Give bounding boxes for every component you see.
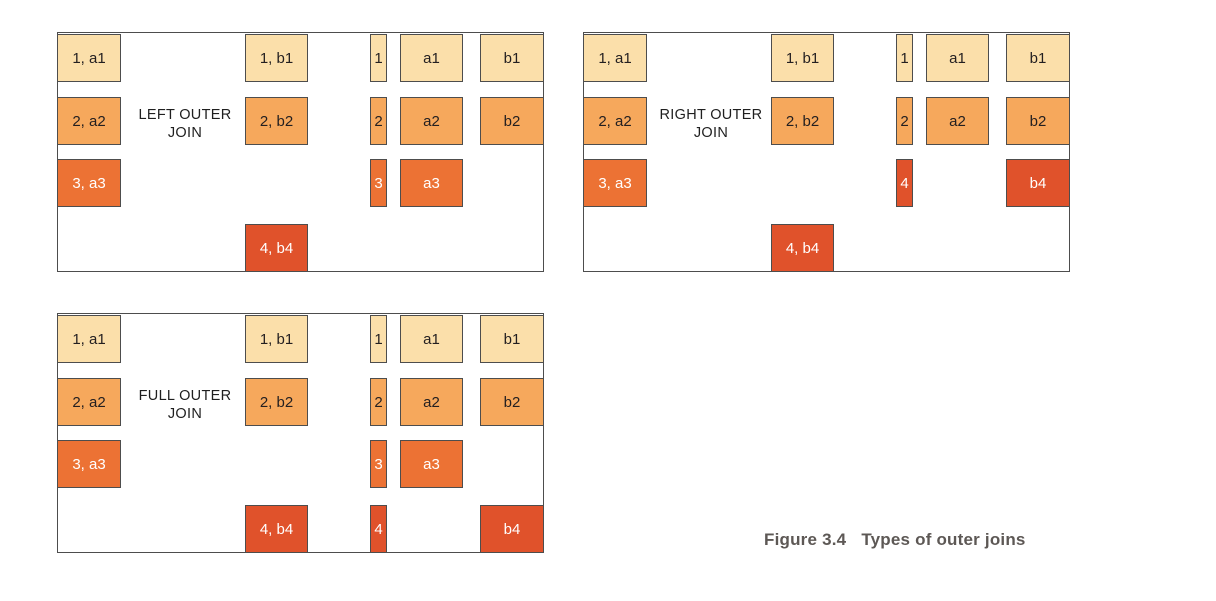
row-box: b2 bbox=[1006, 97, 1070, 145]
row-box: 1, a1 bbox=[583, 34, 647, 82]
row-box: 2, b2 bbox=[771, 97, 834, 145]
row-box: b1 bbox=[1006, 34, 1070, 82]
row-box: a1 bbox=[926, 34, 989, 82]
row-box: a2 bbox=[926, 97, 989, 145]
key-box: 4 bbox=[370, 505, 387, 553]
row-box: 1, b1 bbox=[245, 34, 308, 82]
row-box: 1, a1 bbox=[57, 34, 121, 82]
row-box: b2 bbox=[480, 378, 544, 426]
row-box: a2 bbox=[400, 378, 463, 426]
row-box: 2, a2 bbox=[57, 378, 121, 426]
row-box: a3 bbox=[400, 159, 463, 207]
key-box: 1 bbox=[370, 34, 387, 82]
row-box: 1, b1 bbox=[245, 315, 308, 363]
join-label-full-outer: FULL OUTER JOIN bbox=[116, 387, 254, 423]
row-box: b1 bbox=[480, 34, 544, 82]
row-box: a1 bbox=[400, 315, 463, 363]
row-box: 2, a2 bbox=[583, 97, 647, 145]
join-label-line1: LEFT OUTER bbox=[138, 107, 232, 123]
figure-caption-title: Types of outer joins bbox=[861, 530, 1026, 549]
row-box: b2 bbox=[480, 97, 544, 145]
key-box: 2 bbox=[370, 97, 387, 145]
figure-caption-number: Figure 3.4 bbox=[764, 530, 847, 549]
row-box: 3, a3 bbox=[57, 159, 121, 207]
row-box: 2, b2 bbox=[245, 97, 308, 145]
join-label-line2: JOIN bbox=[167, 125, 203, 141]
row-box: 2, b2 bbox=[245, 378, 308, 426]
row-box: b1 bbox=[480, 315, 544, 363]
row-box: 4, b4 bbox=[245, 505, 308, 553]
row-box: 3, a3 bbox=[583, 159, 647, 207]
join-label-right-outer: RIGHT OUTER JOIN bbox=[642, 106, 780, 142]
row-box: b4 bbox=[480, 505, 544, 553]
key-box: 1 bbox=[370, 315, 387, 363]
panel-full-outer-join: FULL OUTER JOIN 1, a1 2, a2 3, a3 1, b1 … bbox=[57, 313, 544, 553]
row-box: b4 bbox=[1006, 159, 1070, 207]
key-box: 2 bbox=[370, 378, 387, 426]
row-box: 4, b4 bbox=[771, 224, 834, 272]
panel-right-outer-join: RIGHT OUTER JOIN 1, a1 2, a2 3, a3 1, b1… bbox=[583, 32, 1070, 272]
row-box: 4, b4 bbox=[245, 224, 308, 272]
join-label-line2: JOIN bbox=[167, 406, 203, 422]
key-box: 4 bbox=[896, 159, 913, 207]
key-box: 2 bbox=[896, 97, 913, 145]
row-box: a1 bbox=[400, 34, 463, 82]
join-label-line1: FULL OUTER bbox=[138, 388, 232, 404]
key-box: 1 bbox=[896, 34, 913, 82]
key-box: 3 bbox=[370, 440, 387, 488]
key-box: 3 bbox=[370, 159, 387, 207]
row-box: 3, a3 bbox=[57, 440, 121, 488]
join-label-line1: RIGHT OUTER bbox=[659, 107, 763, 123]
row-box: 1, b1 bbox=[771, 34, 834, 82]
row-box: 1, a1 bbox=[57, 315, 121, 363]
row-box: a2 bbox=[400, 97, 463, 145]
row-box: a3 bbox=[400, 440, 463, 488]
figure-caption: Figure 3.4 Types of outer joins bbox=[764, 530, 1026, 550]
join-label-left-outer: LEFT OUTER JOIN bbox=[116, 106, 254, 142]
panel-left-outer-join: LEFT OUTER JOIN 1, a1 2, a2 3, a3 1, b1 … bbox=[57, 32, 544, 272]
row-box: 2, a2 bbox=[57, 97, 121, 145]
join-label-line2: JOIN bbox=[693, 125, 729, 141]
